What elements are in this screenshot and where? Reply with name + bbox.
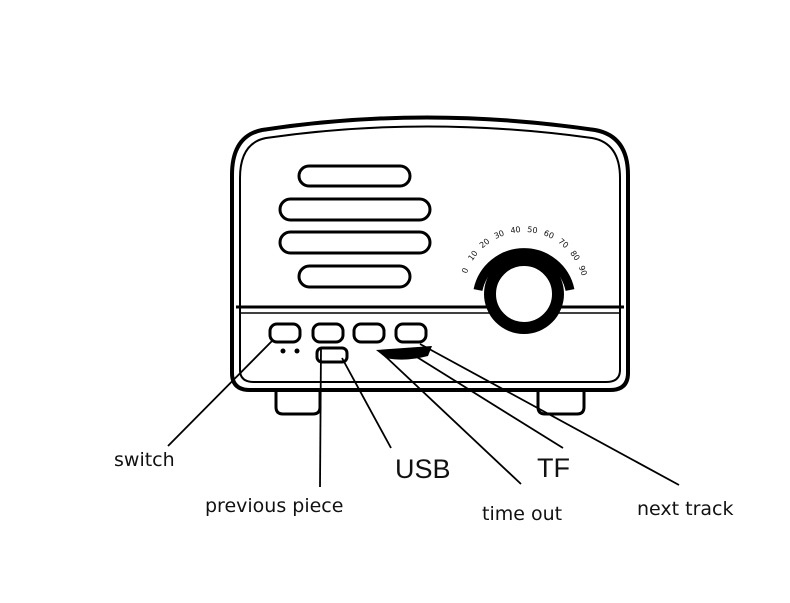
label-previous-piece: previous piece: [205, 495, 343, 517]
leader-usb: [341, 357, 392, 449]
dial-tick-label: 40: [510, 225, 521, 235]
dial-knob-face: [494, 264, 554, 324]
dial-scale-arc: [473, 248, 575, 292]
left-foot: [274, 388, 322, 416]
dial-tick-label: 60: [542, 229, 555, 241]
dial-tick-label: 0: [460, 267, 470, 275]
dial-tick-label: 30: [493, 229, 506, 241]
grille-slot: [297, 164, 412, 188]
previous-piece-button[interactable]: [311, 322, 345, 344]
dial-tick-label: 90: [577, 264, 589, 277]
speaker-grille: [278, 164, 432, 289]
leader-lines: [167, 340, 680, 488]
dial-tick-label: 50: [527, 225, 538, 235]
switch-button[interactable]: [268, 322, 302, 344]
control-buttons: [268, 322, 428, 364]
right-foot: [536, 388, 586, 416]
time-out-button[interactable]: [352, 322, 386, 344]
label-usb: USB: [395, 454, 451, 484]
usb-port: [315, 346, 349, 364]
label-tf: TF: [537, 453, 570, 483]
leader-tf: [411, 353, 564, 449]
indicator-dot: [280, 348, 286, 354]
leader-time-out: [384, 355, 522, 485]
leader-next-track: [419, 343, 680, 486]
label-time-out: time out: [482, 503, 562, 525]
label-switch: switch: [114, 449, 175, 471]
leader-switch: [167, 340, 273, 447]
label-next-track: next track: [637, 498, 733, 520]
leader-previous-piece: [319, 346, 322, 488]
grille-slot: [278, 230, 432, 255]
tf-card-slot: [376, 346, 432, 360]
indicator-dot: [294, 348, 300, 354]
grille-slot: [278, 197, 432, 222]
grille-slot: [297, 264, 412, 289]
next-track-button[interactable]: [394, 322, 428, 344]
